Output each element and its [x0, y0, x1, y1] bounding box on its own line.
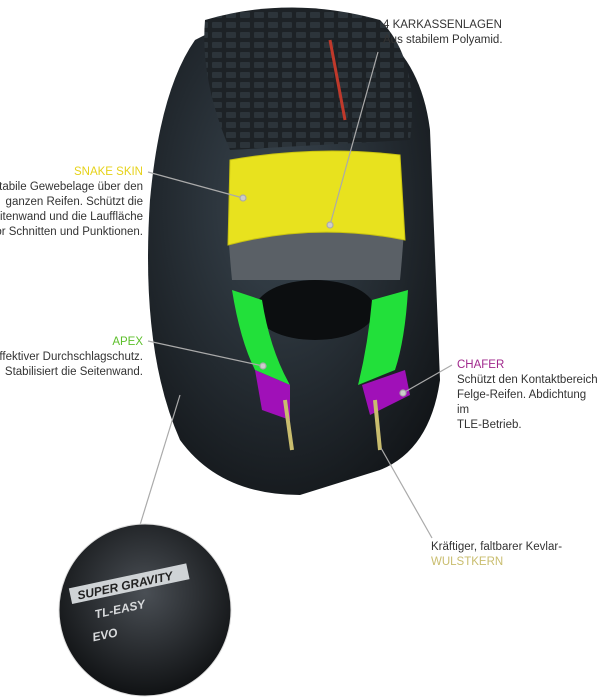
- bead-left: [283, 399, 294, 451]
- chafer-left: [255, 370, 290, 420]
- inset-evo: EVO: [91, 625, 119, 644]
- leader-lines: [139, 51, 453, 539]
- snake-skin-line: Stabile Gewebelage über den: [0, 181, 143, 193]
- chafer-title: CHAFER: [457, 359, 505, 371]
- karkassen-text: Aus stabilem Polyamid.: [383, 34, 503, 46]
- snake-skin-title: SNAKE SKIN: [73, 166, 143, 178]
- snake-skin-line: ganzen Reifen. Schützt die: [5, 196, 143, 208]
- chafer-line: Schützt den Kontaktbereich: [457, 374, 598, 386]
- karkassen-label: 4 KARKASSENLAGEN Aus stabilem Polyamid.: [383, 18, 503, 48]
- wulstkern-label: Kräftiger, faltbarer Kevlar- WULSTKERN: [431, 540, 562, 570]
- wulstkern-text: Kräftiger, faltbarer Kevlar-: [431, 541, 563, 553]
- snake-skin-layer: [227, 150, 406, 246]
- apex-right: [358, 290, 408, 385]
- apex-left: [232, 290, 290, 385]
- chafer-line: TLE-Betrieb.: [457, 419, 522, 431]
- inset-zoom-circle: SUPER GRAVITY TL-EASY EVO: [58, 523, 232, 697]
- snake-skin-label: SNAKE SKIN Stabile Gewebelage über den g…: [0, 165, 143, 240]
- apex-line: Stabilisiert die Seitenwand.: [4, 366, 143, 378]
- karkassen-title: 4 KARKASSENLAGEN: [383, 19, 502, 31]
- carcass-layers: [228, 230, 404, 340]
- snake-skin-line: vor Schnitten und Punktionen.: [0, 226, 143, 238]
- chafer-label: CHAFER Schützt den Kontaktbereich Felge-…: [457, 358, 600, 433]
- apex-label: APEX Effektiver Durchschlagschutz. Stabi…: [0, 335, 143, 380]
- snake-skin-line: Seitenwand und die Lauffläche: [0, 211, 143, 223]
- chafer-line: Felge-Reifen. Abdichtung im: [457, 389, 587, 416]
- bead-right: [373, 399, 382, 451]
- wulstkern-title: WULSTKERN: [431, 556, 504, 568]
- apex-line: Effektiver Durchschlagschutz.: [0, 351, 143, 363]
- apex-title: APEX: [112, 336, 143, 348]
